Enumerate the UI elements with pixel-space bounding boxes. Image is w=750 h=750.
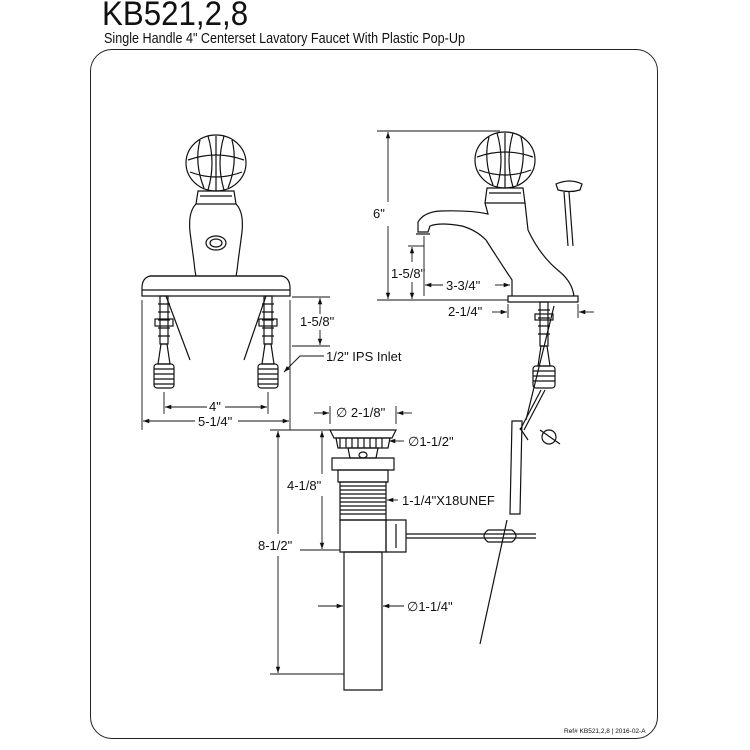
- front-view-faucet: [141, 134, 291, 389]
- base-width-label: 5-1/4": [198, 414, 233, 429]
- side-view-dimensions: [377, 130, 594, 318]
- product-subtitle: Single Handle 4" Centerset Lavatory Fauc…: [104, 30, 465, 47]
- drain-thread-label: 1-1/4"X18UNEF: [402, 493, 495, 508]
- center-spacing-label: 4": [209, 399, 221, 414]
- drain-total-height-label: 8-1/2": [258, 538, 293, 553]
- base-depth-label: 2-1/4": [448, 304, 483, 319]
- side-height-label: 6": [373, 206, 385, 221]
- ips-inlet-label: 1/2" IPS Inlet: [326, 349, 402, 364]
- side-view-faucet: [416, 131, 583, 515]
- drawing-frame: [90, 49, 658, 739]
- drain-dimensions: [270, 406, 412, 675]
- spout-height-label: 1-5/8": [391, 266, 426, 281]
- drain-flange-diameter-label: ∅1-1/2": [408, 434, 454, 449]
- reference-code: Ref# KB521,2,8 | 2016-02-A: [564, 728, 646, 735]
- drain-body-height-label: 4-1/8": [287, 478, 322, 493]
- front-view-dimensions: [141, 296, 330, 430]
- tailpiece-diameter-label: ∅1-1/4": [407, 599, 453, 614]
- drain-assembly: [329, 305, 555, 691]
- front-inlet-height-label: 1-5/8": [300, 314, 335, 329]
- spout-reach-label: 3-3/4": [446, 278, 481, 293]
- drain-top-diameter-label: ∅ 2-1/8": [336, 405, 386, 420]
- model-number-title: KB521,2,8: [102, 0, 249, 33]
